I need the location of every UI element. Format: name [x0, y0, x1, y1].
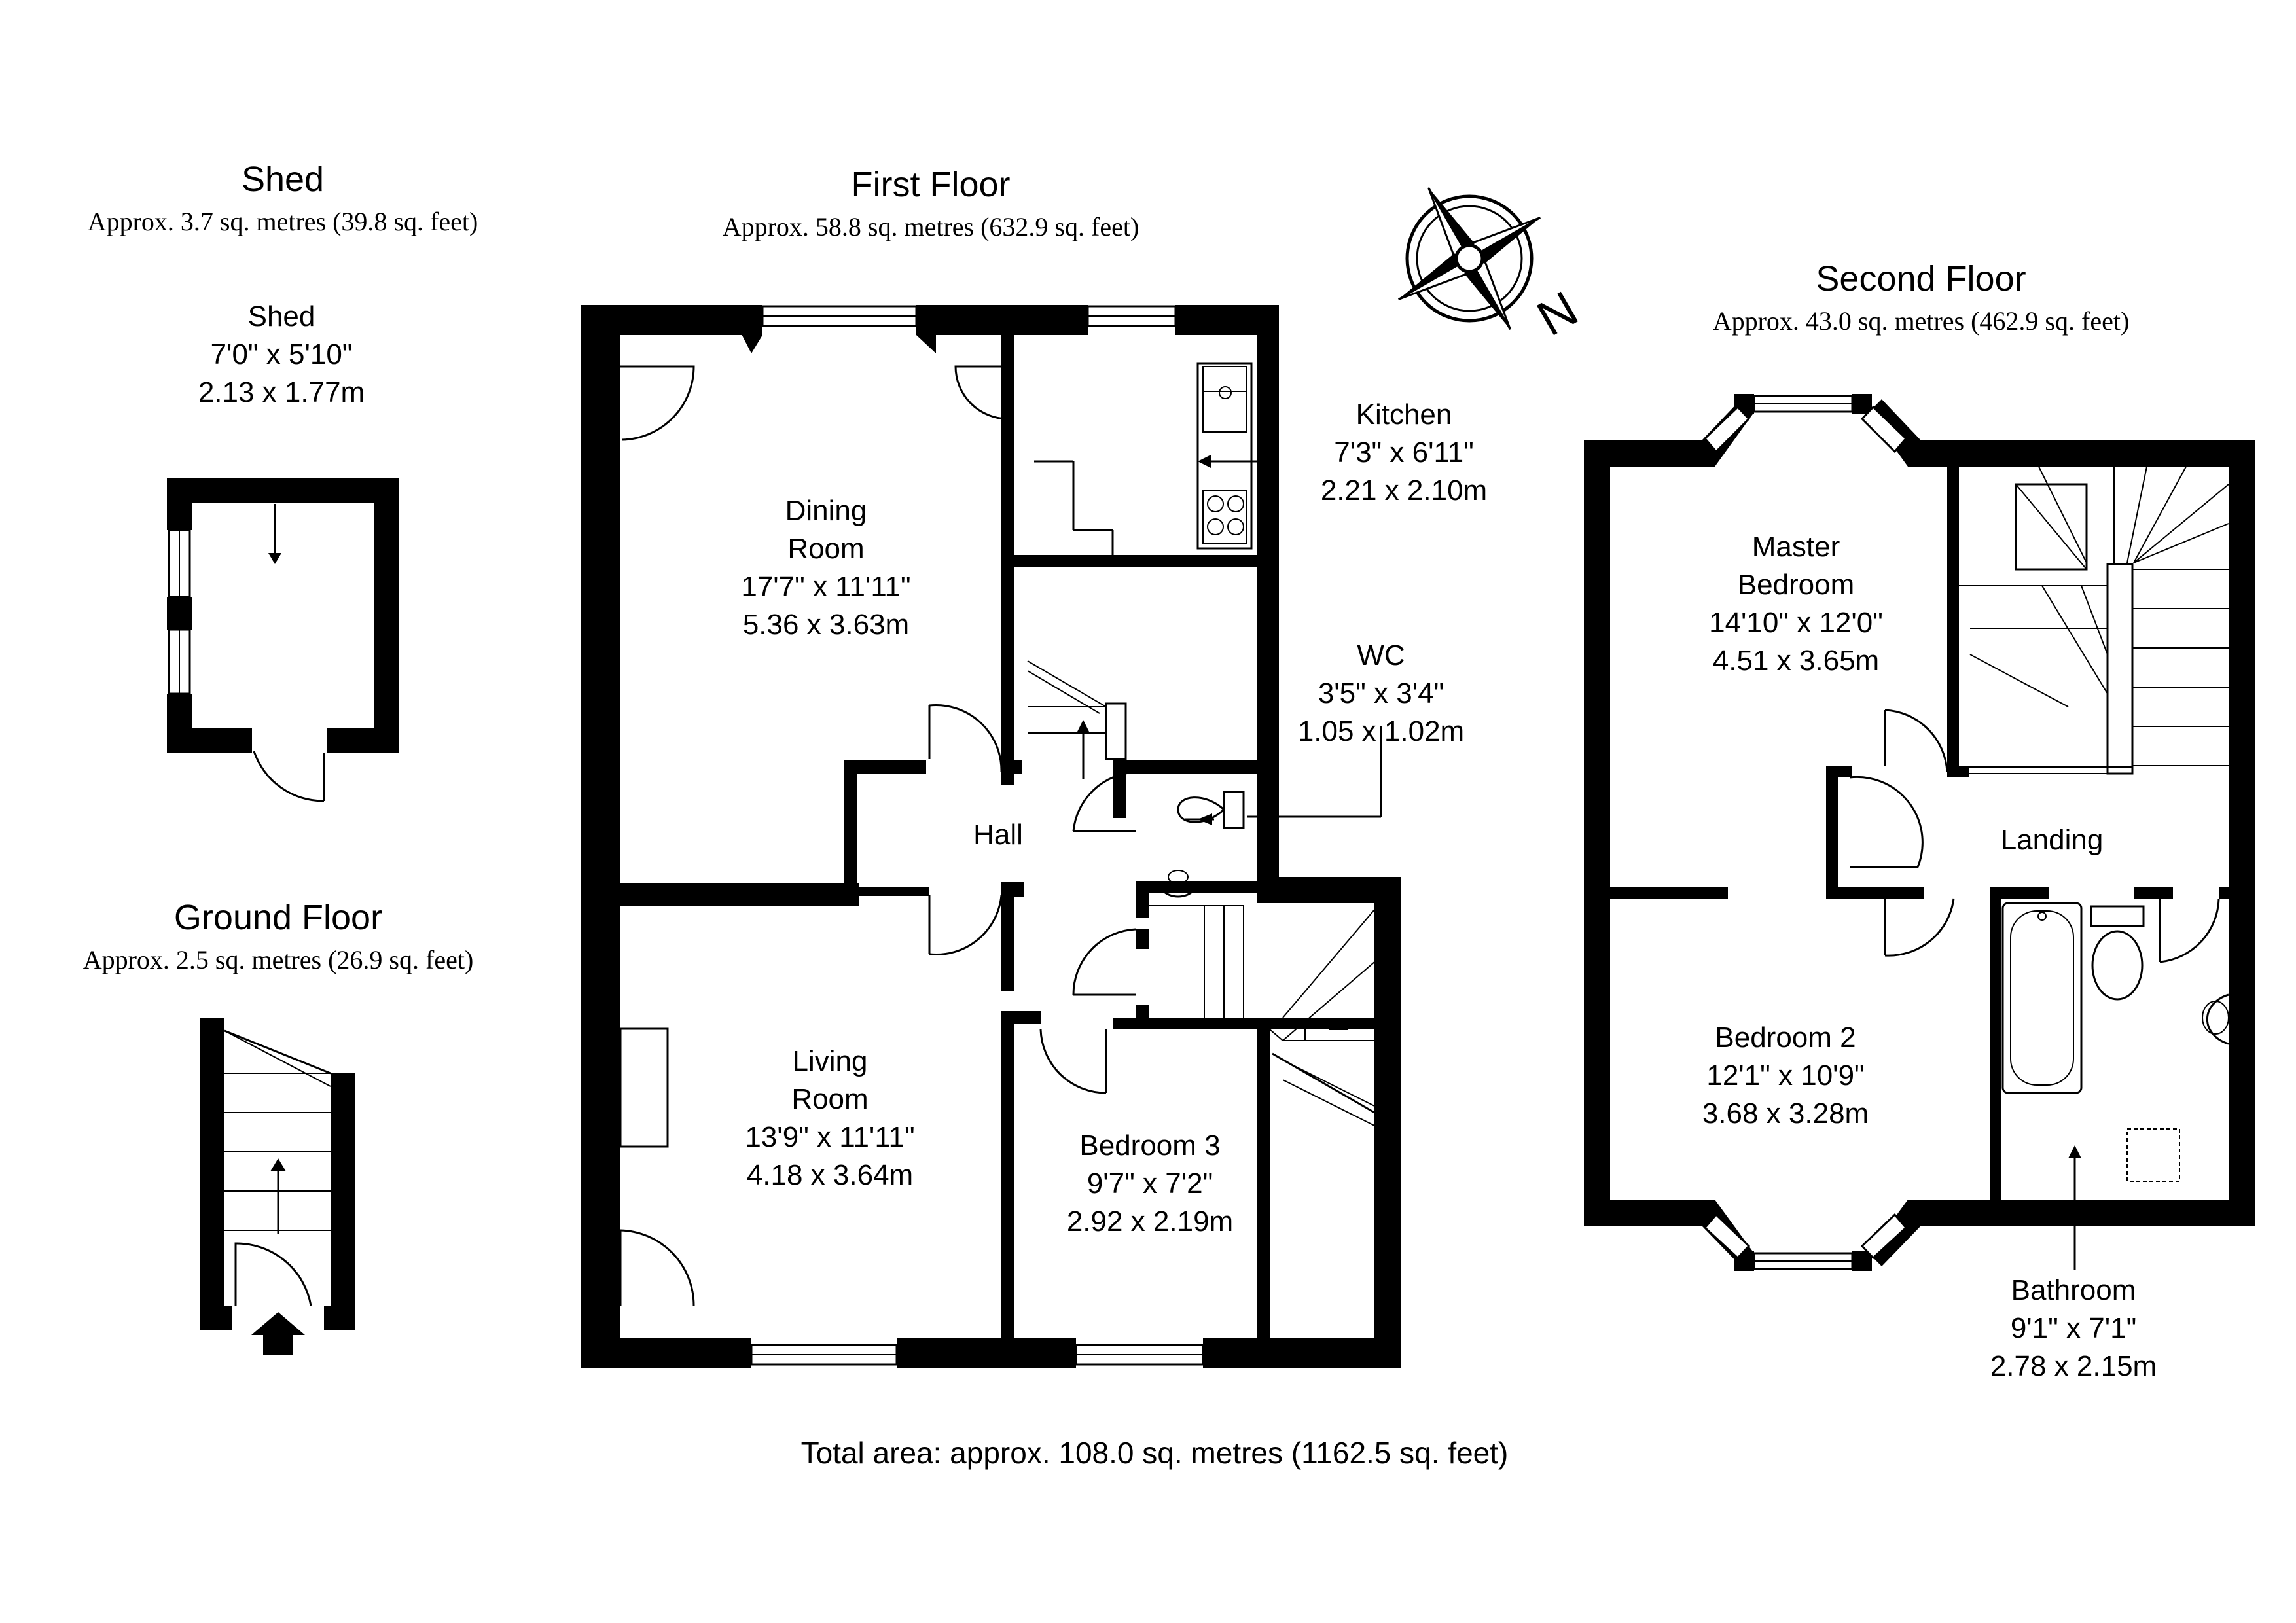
- master-bedroom-imperial: 14'10" x 12'0": [1709, 607, 1883, 639]
- kitchen-label: Kitchen 7'3" x 6'11" 2.21 x 2.10m: [1321, 399, 1487, 507]
- compass-north-label: N: [1528, 281, 1587, 347]
- second-floor-heading: Second Floor Approx. 43.0 sq. metres (46…: [1713, 259, 2130, 336]
- living-room-imperial: 13'9" x 11'11": [745, 1121, 914, 1153]
- kitchen-name: Kitchen: [1356, 399, 1452, 431]
- shed-room-metric: 2.13 x 1.77m: [198, 376, 365, 408]
- first-floor-heading: First Floor Approx. 58.8 sq. metres (632…: [723, 165, 1139, 241]
- bedroom-2-metric: 3.68 x 3.28m: [1702, 1097, 1869, 1130]
- shed-label: Shed 7'0" x 5'10" 2.13 x 1.77m: [198, 300, 365, 408]
- compass-rose: [1397, 187, 1541, 330]
- shed-plan: [167, 478, 399, 802]
- dining-room-metric: 5.36 x 3.63m: [743, 609, 909, 641]
- shed-floor-area: Approx. 3.7 sq. metres (39.8 sq. feet): [88, 207, 478, 236]
- dining-room-imperial: 17'7" x 11'11": [741, 571, 910, 603]
- second-floor-stairs: [1959, 466, 2229, 775]
- first-floor-area: Approx. 58.8 sq. metres (632.9 sq. feet): [723, 212, 1139, 241]
- bedroom-2-name: Bedroom 2: [1715, 1022, 1856, 1054]
- shed-room-imperial: 7'0" x 5'10": [211, 338, 353, 370]
- dining-room-name-1: Dining: [785, 495, 867, 527]
- bathroom-imperial: 9'1" x 7'1": [2011, 1312, 2136, 1344]
- ground-floor-title: Ground Floor: [174, 898, 382, 937]
- wc-metric: 1.05 x 1.02m: [1298, 715, 1464, 747]
- master-bedroom-name-1: Master: [1752, 531, 1840, 563]
- living-room-name-2: Room: [791, 1083, 868, 1115]
- dining-room-name-2: Room: [787, 533, 864, 565]
- bedroom-3-imperial: 9'7" x 7'2": [1087, 1168, 1213, 1200]
- master-bedroom-label: Master Bedroom 14'10" x 12'0" 4.51 x 3.6…: [1709, 531, 1883, 677]
- landing-label: Landing: [2001, 824, 2104, 856]
- bedroom-2-imperial: 12'1" x 10'9": [1706, 1060, 1864, 1092]
- wc-imperial: 3'5" x 3'4": [1318, 677, 1444, 709]
- shed-room-name: Shed: [248, 300, 315, 332]
- ground-floor-heading: Ground Floor Approx. 2.5 sq. metres (26.…: [83, 898, 474, 974]
- kitchen-metric: 2.21 x 2.10m: [1321, 474, 1487, 507]
- bathroom-label: Bathroom 9'1" x 7'1" 2.78 x 2.15m: [1990, 1274, 2157, 1382]
- first-floor-plan: [581, 305, 1401, 1368]
- ground-floor-plan: [200, 1018, 355, 1355]
- second-floor-title: Second Floor: [1816, 259, 2026, 298]
- living-room-label: Living Room 13'9" x 11'11" 4.18 x 3.64m: [745, 1045, 914, 1191]
- bathroom-metric: 2.78 x 2.15m: [1990, 1350, 2157, 1382]
- bedroom-2-label: Bedroom 2 12'1" x 10'9" 3.68 x 3.28m: [1702, 1022, 1869, 1130]
- bedroom-3-name: Bedroom 3: [1079, 1130, 1220, 1162]
- shed-heading: Shed Approx. 3.7 sq. metres (39.8 sq. fe…: [88, 160, 478, 236]
- first-floor-title: First Floor: [852, 165, 1011, 204]
- living-room-metric: 4.18 x 3.64m: [747, 1159, 913, 1191]
- bedroom-3-metric: 2.92 x 2.19m: [1067, 1205, 1233, 1238]
- wc-name: WC: [1357, 639, 1405, 671]
- ground-floor-area: Approx. 2.5 sq. metres (26.9 sq. feet): [83, 945, 474, 974]
- master-bedroom-metric: 4.51 x 3.65m: [1713, 645, 1879, 677]
- hall-label: Hall: [973, 819, 1023, 851]
- shed-floor-title: Shed: [242, 160, 324, 199]
- second-floor-plan: [1584, 394, 2255, 1271]
- bathroom-name: Bathroom: [2011, 1274, 2136, 1306]
- wc-label: WC 3'5" x 3'4" 1.05 x 1.02m: [1298, 639, 1464, 747]
- living-room-name-1: Living: [793, 1045, 868, 1077]
- dining-room-label: Dining Room 17'7" x 11'11" 5.36 x 3.63m: [741, 495, 910, 641]
- total-area: Total area: approx. 108.0 sq. metres (11…: [801, 1436, 1509, 1470]
- bedroom-3-label: Bedroom 3 9'7" x 7'2" 2.92 x 2.19m: [1067, 1130, 1233, 1238]
- first-floor-stairs: [1027, 660, 1375, 1126]
- master-bedroom-name-2: Bedroom: [1738, 569, 1855, 601]
- kitchen-imperial: 7'3" x 6'11": [1334, 437, 1474, 469]
- second-floor-area: Approx. 43.0 sq. metres (462.9 sq. feet): [1713, 306, 2130, 336]
